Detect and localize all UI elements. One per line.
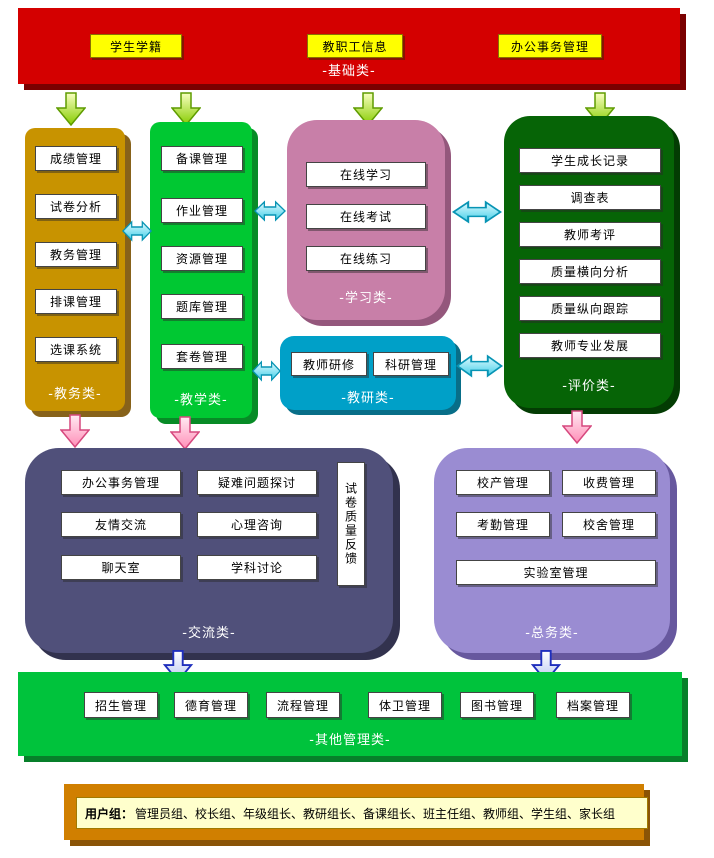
user-groups-list: 管理员组、校长组、年级组长、教研组长、备课组长、班主任组、教师组、学生组、家长组 — [135, 806, 616, 821]
module-exam-analysis: 试卷分析 — [35, 194, 117, 219]
section-learning: 在线学习 在线考试 在线练习 -学习类- — [287, 120, 445, 320]
module-homework: 作业管理 — [161, 198, 243, 223]
module-office-affairs-comm: 办公事务管理 — [61, 470, 181, 495]
module-attendance: 考勤管理 — [456, 512, 550, 537]
module-problem-discussion: 疑难问题探讨 — [197, 470, 317, 495]
section-teaching-label: -教学类- — [174, 393, 228, 408]
pink-down-arrow — [562, 410, 592, 444]
green-down-arrow — [56, 92, 86, 126]
module-exam-quality-feedback: 试卷质量反馈 — [337, 462, 365, 586]
green-down-arrow — [353, 92, 383, 126]
section-general-label: -总务类- — [525, 626, 579, 641]
module-quality-horizontal: 质量横向分析 — [519, 259, 661, 284]
module-fees: 收费管理 — [562, 470, 656, 495]
module-quality-vertical: 质量纵向跟踪 — [519, 296, 661, 321]
module-moral-education: 德育管理 — [174, 692, 248, 718]
module-survey: 调查表 — [519, 185, 661, 210]
module-teacher-training: 教师研修 — [291, 352, 367, 376]
user-groups-prefix: 用户组： — [85, 806, 134, 821]
section-users: 用户组： 管理员组、校长组、年级组长、教研组长、备课组长、班主任组、教师组、学生… — [64, 784, 648, 840]
module-academic-admin: 教务管理 — [35, 242, 117, 267]
module-laboratory: 实验室管理 — [456, 560, 656, 585]
module-property: 校产管理 — [456, 470, 550, 495]
module-library: 图书管理 — [460, 692, 534, 718]
module-online-exam: 在线考试 — [306, 204, 426, 229]
module-health: 体卫管理 — [368, 692, 442, 718]
cyan-double-arrow — [452, 200, 502, 224]
module-scheduling: 排课管理 — [35, 289, 117, 314]
cyan-double-arrow — [456, 354, 503, 378]
module-grade-management: 成绩管理 — [35, 146, 117, 171]
module-student-status: 学生学籍 — [90, 34, 182, 58]
module-archives: 档案管理 — [556, 692, 630, 718]
section-other: 招生管理 德育管理 流程管理 体卫管理 图书管理 档案管理 -其他管理类- — [18, 672, 682, 756]
module-question-bank: 题库管理 — [161, 294, 243, 319]
cyan-double-arrow — [252, 360, 281, 382]
module-buildings: 校舍管理 — [562, 512, 656, 537]
pink-down-arrow — [170, 416, 200, 450]
module-student-growth: 学生成长记录 — [519, 148, 661, 173]
user-groups-box: 用户组： 管理员组、校长组、年级组长、教研组长、备课组长、班主任组、教师组、学生… — [76, 797, 648, 829]
module-online-practice: 在线练习 — [306, 246, 426, 271]
section-research: 教师研修 科研管理 -教研类- — [280, 336, 456, 410]
module-chat-room: 聊天室 — [61, 555, 181, 580]
section-communication: 办公事务管理 疑难问题探讨 友情交流 心理咨询 聊天室 学科讨论 试卷质量反馈 … — [25, 448, 393, 653]
module-process: 流程管理 — [266, 692, 340, 718]
cyan-double-arrow — [122, 220, 152, 242]
section-research-label: -教研类- — [341, 391, 395, 406]
module-teacher-eval: 教师考评 — [519, 222, 661, 247]
module-subject-discussion: 学科讨论 — [197, 555, 317, 580]
cyan-double-arrow — [254, 200, 286, 222]
section-evaluation: 学生成长记录 调查表 教师考评 质量横向分析 质量纵向跟踪 教师专业发展 -评价… — [504, 116, 674, 408]
section-evaluation-label: -评价类- — [562, 379, 616, 394]
module-office-affairs: 办公事务管理 — [498, 34, 602, 58]
green-down-arrow — [171, 92, 201, 126]
module-staff-info: 教职工信息 — [307, 34, 403, 58]
module-lesson-prep: 备课管理 — [161, 146, 243, 171]
section-other-label: -其他管理类- — [309, 733, 391, 748]
module-research-management: 科研管理 — [373, 352, 449, 376]
section-teaching: 备课管理 作业管理 资源管理 题库管理 套卷管理 -教学类- — [150, 122, 252, 418]
module-resources: 资源管理 — [161, 246, 243, 271]
section-communication-label: -交流类- — [182, 626, 236, 641]
module-paper-sets: 套卷管理 — [161, 344, 243, 369]
pink-down-arrow — [60, 414, 90, 448]
module-friendly-exchange: 友情交流 — [61, 512, 181, 537]
module-course-selection: 选课系统 — [35, 337, 117, 362]
section-base: 学生学籍 教职工信息 办公事务管理 -基础类- — [18, 8, 680, 84]
module-online-learning: 在线学习 — [306, 162, 426, 187]
section-base-label: -基础类- — [322, 64, 376, 79]
module-enrollment: 招生管理 — [84, 692, 158, 718]
section-learning-label: -学习类- — [339, 291, 393, 306]
module-teacher-development: 教师专业发展 — [519, 333, 661, 358]
section-general: 校产管理 收费管理 考勤管理 校舍管理 实验室管理 -总务类- — [434, 448, 670, 653]
section-academic: 成绩管理 试卷分析 教务管理 排课管理 选课系统 -教务类- — [25, 128, 125, 411]
module-counseling: 心理咨询 — [197, 512, 317, 537]
section-academic-label: -教务类- — [48, 387, 102, 402]
